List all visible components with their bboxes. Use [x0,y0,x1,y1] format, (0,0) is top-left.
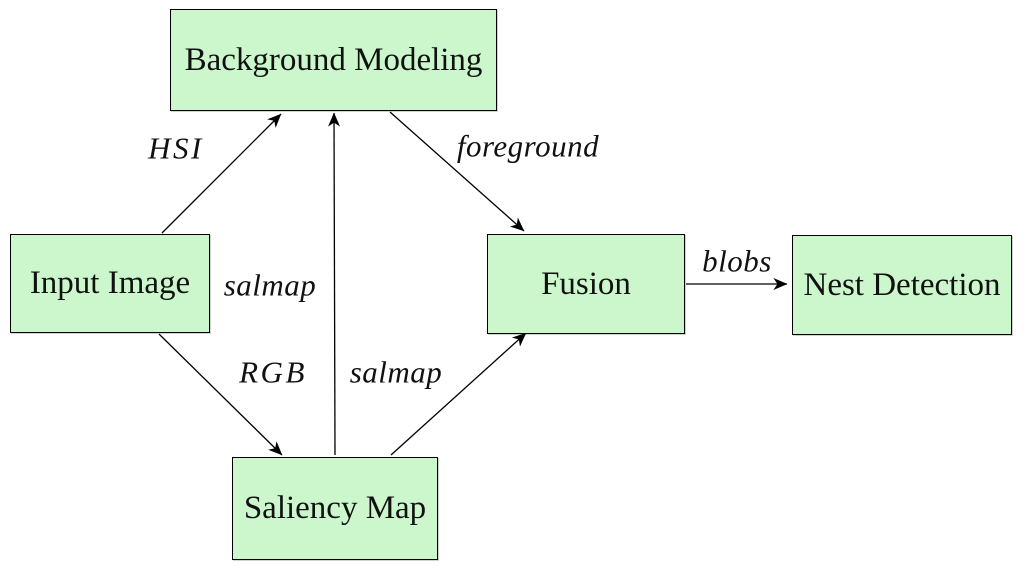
node-input-image: Input Image [10,234,210,333]
edge-label-hsi: HSI [148,130,204,166]
edge-saliency-map-to-fusion [390,332,527,456]
node-nest-detection-label: Nest Detection [803,266,1001,303]
node-saliency-map: Saliency Map [232,457,438,560]
node-fusion-label: Fusion [541,265,631,302]
node-input-image-label: Input Image [29,265,191,301]
node-background-modeling-label: Background Modeling [184,41,483,78]
edge-background-modeling-to-fusion [389,111,525,232]
edge-label-foreground: foreground [456,128,600,164]
edge-label-blobs: blobs [702,243,772,279]
edge-input-image-to-saliency-map [158,333,283,456]
edge-saliency-map-to-background-modeling [328,112,341,456]
edge-label-rgb: RGB [239,354,307,390]
node-saliency-map-label: Saliency Map [243,490,427,526]
edge-label-salmap-diagonal: salmap [349,354,443,390]
node-fusion: Fusion [487,234,685,334]
edge-input-image-to-background-modeling [161,113,282,234]
edge-label-salmap-vertical: salmap [223,267,317,303]
node-nest-detection: Nest Detection [792,235,1012,335]
node-background-modeling: Background Modeling [170,9,497,111]
